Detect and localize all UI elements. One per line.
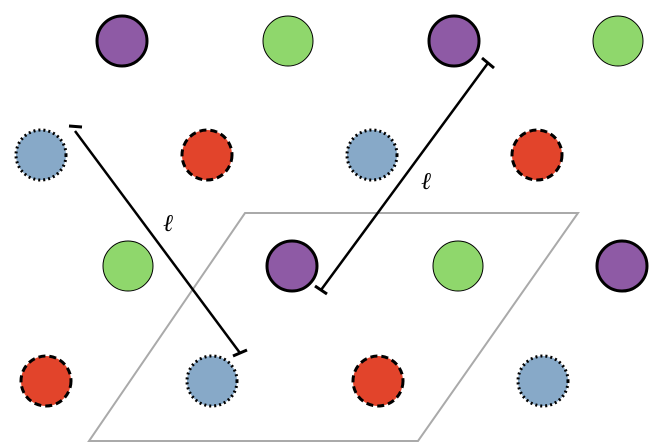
left-segment-label: ℓ bbox=[163, 209, 173, 237]
right-segment-cap-bottom bbox=[314, 284, 328, 296]
left-segment-cap-top bbox=[68, 124, 83, 129]
lattice-site-purple bbox=[265, 239, 319, 293]
lattice-site-green bbox=[102, 240, 154, 292]
right-segment-cap-top bbox=[481, 56, 495, 70]
lattice-site-red bbox=[510, 128, 564, 182]
lattice-site-blue bbox=[345, 128, 399, 182]
left-segment-cap-bottom bbox=[232, 348, 248, 358]
right-length-segment bbox=[314, 56, 495, 296]
lattice-site-green bbox=[432, 240, 484, 292]
lattice-site-blue bbox=[516, 354, 570, 408]
right-segment-label: ℓ bbox=[421, 167, 431, 195]
lattice-site-purple bbox=[427, 14, 481, 68]
lattice-site-blue bbox=[14, 128, 68, 182]
right-segment-line bbox=[319, 62, 490, 291]
lattice-site-red bbox=[351, 354, 405, 408]
left-segment-line bbox=[73, 130, 242, 354]
lattice-site-green bbox=[592, 15, 644, 67]
lattice-site-purple bbox=[95, 14, 149, 68]
unit-cell-parallelogram bbox=[87, 212, 580, 442]
lattice-site-purple bbox=[595, 239, 649, 293]
lattice-site-red bbox=[180, 128, 234, 182]
lattice-site-red bbox=[19, 354, 73, 408]
left-length-segment bbox=[68, 124, 248, 358]
lattice-site-blue bbox=[185, 354, 239, 408]
lattice-site-green bbox=[262, 15, 314, 67]
